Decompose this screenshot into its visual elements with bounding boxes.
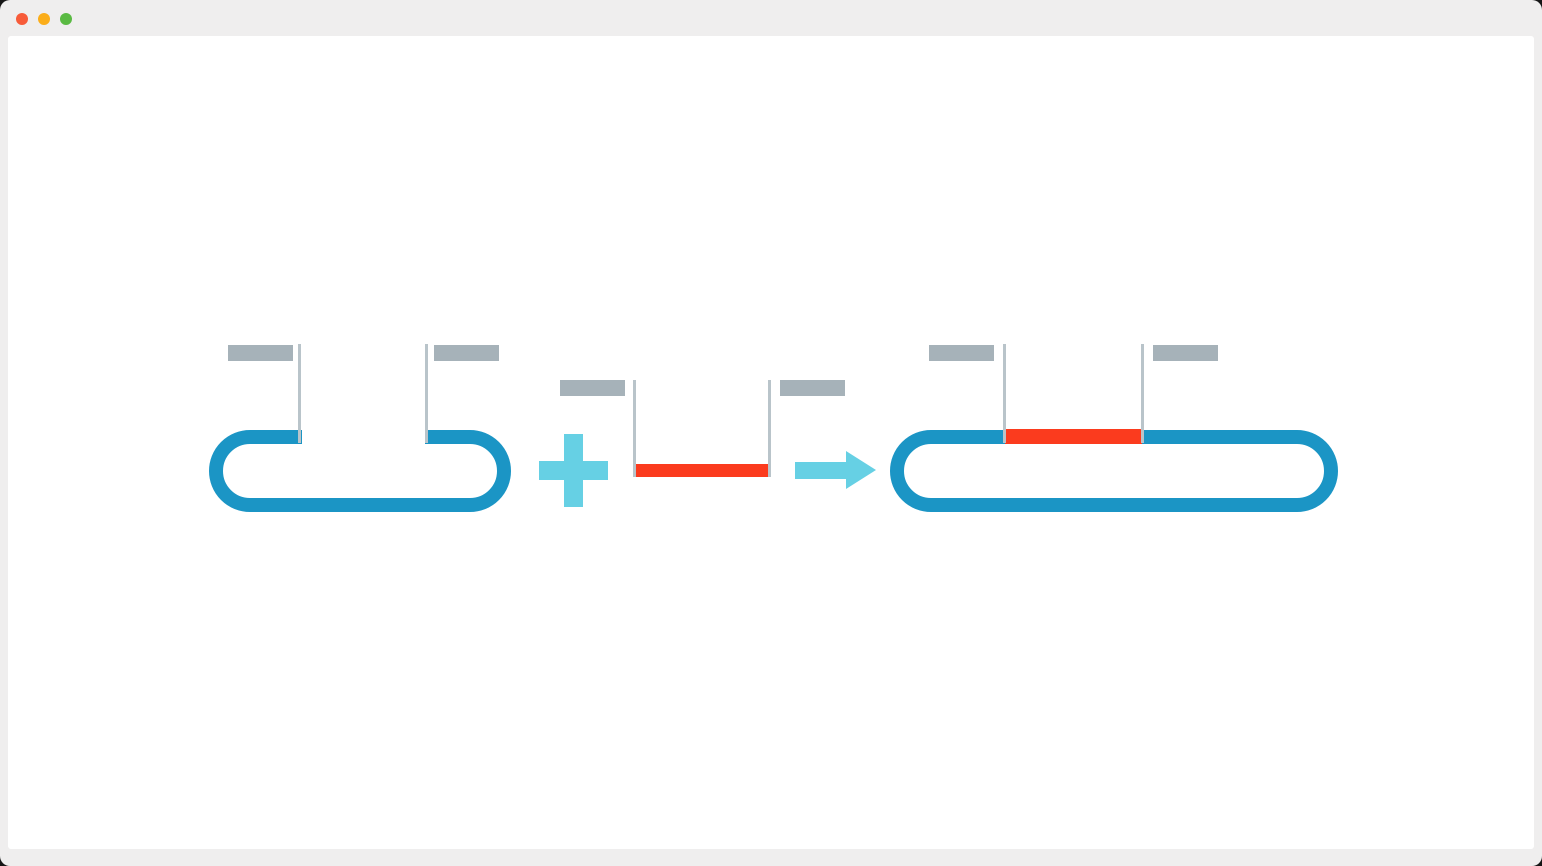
- vector-opening-gap: [302, 428, 425, 446]
- leader-line: [298, 344, 301, 443]
- close-button[interactable]: [16, 13, 28, 25]
- label-placeholder: [228, 345, 293, 361]
- label-placeholder: [560, 380, 625, 396]
- leader-line: [425, 344, 428, 443]
- minimize-button[interactable]: [38, 13, 50, 25]
- label-placeholder: [434, 345, 499, 361]
- leader-line: [1003, 344, 1006, 443]
- label-placeholder: [1153, 345, 1218, 361]
- maximize-button[interactable]: [60, 13, 72, 25]
- label-placeholder: [929, 345, 994, 361]
- titlebar[interactable]: [0, 0, 1542, 36]
- integrated-insert-segment: [1005, 429, 1142, 444]
- leader-line: [633, 380, 636, 477]
- label-placeholder: [780, 380, 845, 396]
- arrow-shaft: [795, 462, 846, 479]
- plus-icon-vertical-bar: [564, 434, 583, 507]
- leader-line: [1141, 344, 1144, 443]
- leader-line: [768, 380, 771, 477]
- dna-insert-fragment: [636, 464, 769, 477]
- arrow-head: [846, 451, 876, 489]
